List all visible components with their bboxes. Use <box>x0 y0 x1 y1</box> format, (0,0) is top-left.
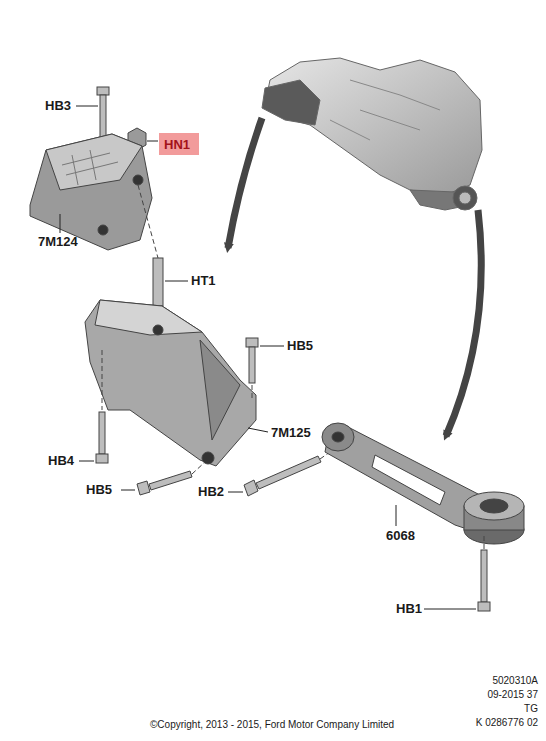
footer-note: K 0286776 02 <box>476 716 538 729</box>
callout-number: 6068 <box>386 528 415 544</box>
footer-note: 09-2015 37 <box>487 688 538 701</box>
centre-line <box>102 350 103 410</box>
bolt <box>244 456 321 496</box>
leader-line <box>228 492 243 493</box>
leader-line <box>165 281 188 282</box>
leader-line <box>79 461 94 462</box>
mount-bracket <box>85 300 256 466</box>
leader-line <box>260 346 284 347</box>
footer-note: 5020310A <box>492 674 538 687</box>
callout-number: HT1 <box>191 273 216 289</box>
callout-number: 7M124 <box>38 234 78 250</box>
stud <box>153 258 163 306</box>
footer-note: ©Copyright, 2013 - 2015, Ford Motor Comp… <box>150 718 394 731</box>
footer-note: TG <box>524 702 538 715</box>
centre-line <box>252 385 253 398</box>
bolt <box>246 338 258 383</box>
assembly-arrow <box>228 118 262 248</box>
leader-line <box>60 214 61 233</box>
leader-line <box>248 428 268 432</box>
assembly-arrow <box>446 210 481 436</box>
leader-line <box>424 609 476 610</box>
leader-line <box>121 490 135 491</box>
callout-number: HB4 <box>48 453 74 469</box>
callout-number: HB1 <box>396 601 422 617</box>
bolt <box>137 471 192 495</box>
transmission <box>262 58 482 210</box>
leader-line <box>76 106 98 107</box>
callout-number: HB2 <box>198 484 224 500</box>
callout-number: 7M125 <box>271 425 311 441</box>
bolt <box>96 412 108 463</box>
centre-line <box>138 185 158 258</box>
callout-number: HN1 <box>164 137 190 152</box>
torque-rod <box>322 423 524 544</box>
engine-mount <box>30 134 152 250</box>
callout-number: HB5 <box>86 482 112 498</box>
leader-line <box>147 141 158 142</box>
leader-line <box>396 505 397 526</box>
bolt <box>97 87 109 143</box>
bolt <box>478 550 490 611</box>
highlight-callout: HN1 <box>159 133 199 155</box>
callout-number: HB5 <box>287 338 313 354</box>
centre-line <box>484 536 485 550</box>
callout-number: HB3 <box>45 98 71 114</box>
centre-line <box>192 462 205 474</box>
